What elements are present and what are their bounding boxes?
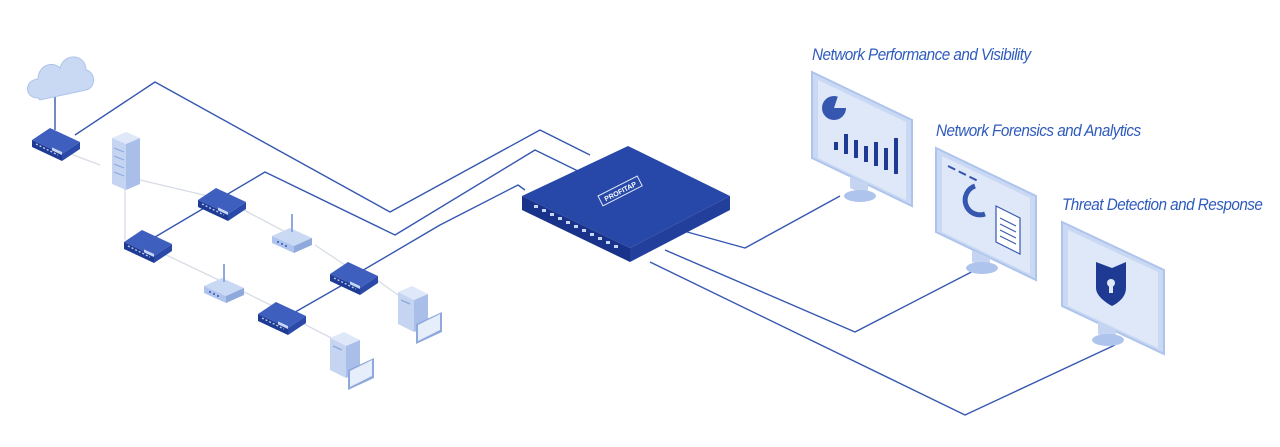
label-performance: Network Performance and Visibility: [812, 45, 1031, 64]
shield-lock-icon: [1096, 262, 1126, 306]
cloud-icon: [27, 56, 94, 101]
workstation-icon: [329, 331, 375, 391]
progress-ring-icon: [962, 183, 986, 218]
pie-chart-icon: [822, 96, 847, 120]
workstation-icon: [397, 285, 443, 345]
performance-monitor: [811, 70, 913, 208]
tap-switch-icon: [329, 261, 379, 296]
label-threat: Threat Detection and Response: [1062, 195, 1263, 214]
tap-switch-icon: [31, 127, 81, 162]
tap-links: [54, 81, 1116, 416]
bar-chart-icon: [834, 134, 898, 174]
forensics-monitor: [935, 146, 1037, 282]
tap-switch-icon: [257, 301, 307, 336]
server-rack-icon: [112, 132, 140, 190]
tap-switch-icon: [123, 229, 173, 264]
profitap-appliance: PROFITAP: [522, 146, 730, 262]
lan-links: [59, 149, 406, 346]
label-forensics: Network Forensics and Analytics: [936, 121, 1141, 140]
router-icon: [271, 213, 313, 254]
threat-monitor: [1061, 220, 1165, 356]
tap-switch-icon: [197, 187, 247, 222]
router-icon: [203, 263, 245, 304]
document-icon: [995, 205, 1021, 255]
